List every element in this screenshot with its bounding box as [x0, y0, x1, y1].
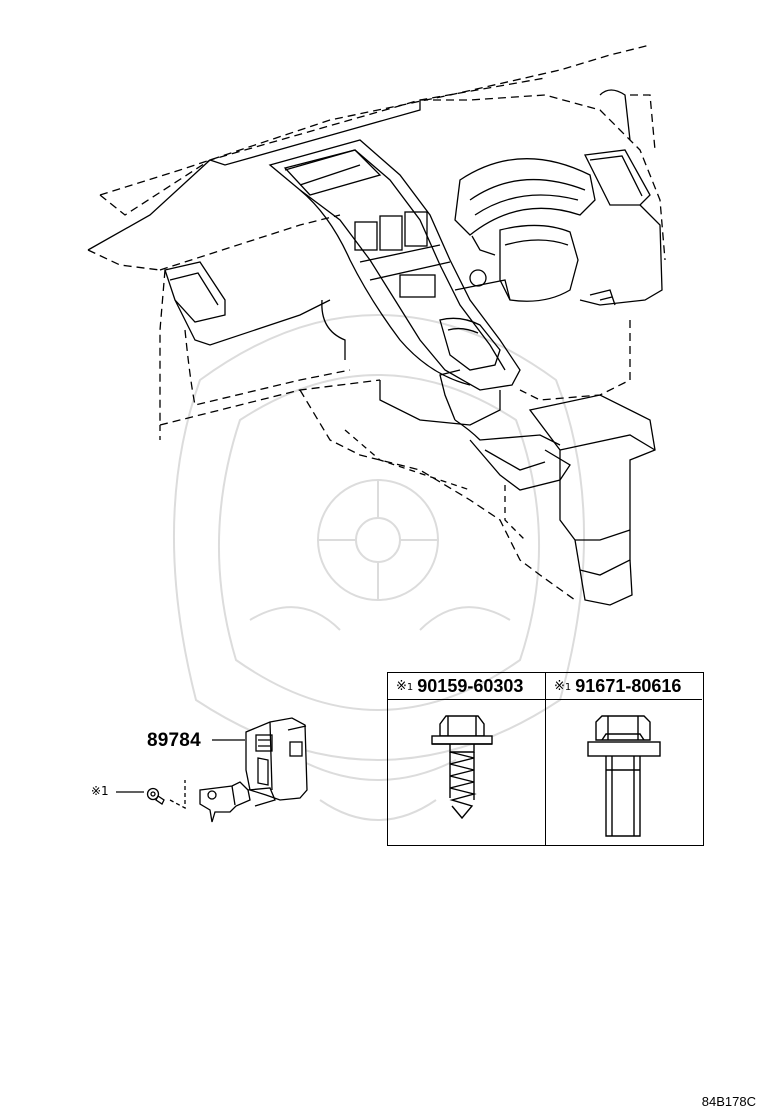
fastener-column: ※1 91671-80616 [546, 673, 702, 845]
tapping-screw-icon [431, 715, 493, 820]
reference-mark: ※1 [396, 678, 414, 694]
part-number-label: 89784 [147, 730, 201, 751]
fastener-header: ※1 90159-60303 [388, 673, 545, 700]
fastener-part-number: 91671-80616 [575, 675, 682, 696]
watermark-emblem [172, 314, 586, 821]
fastener-column: ※1 90159-60303 [388, 673, 546, 845]
illustration-code: 84B178C [701, 1094, 756, 1109]
fastener-table: ※1 90159-60303 ※1 91671-80616 [387, 672, 704, 846]
fastener-part-number: 90159-60303 [417, 675, 524, 696]
fastener-header: ※1 91671-80616 [546, 673, 702, 700]
fastener-callout-mark: ※1 [91, 784, 109, 798]
reference-mark: ※1 [554, 678, 572, 694]
hex-flange-bolt-icon [587, 715, 661, 837]
